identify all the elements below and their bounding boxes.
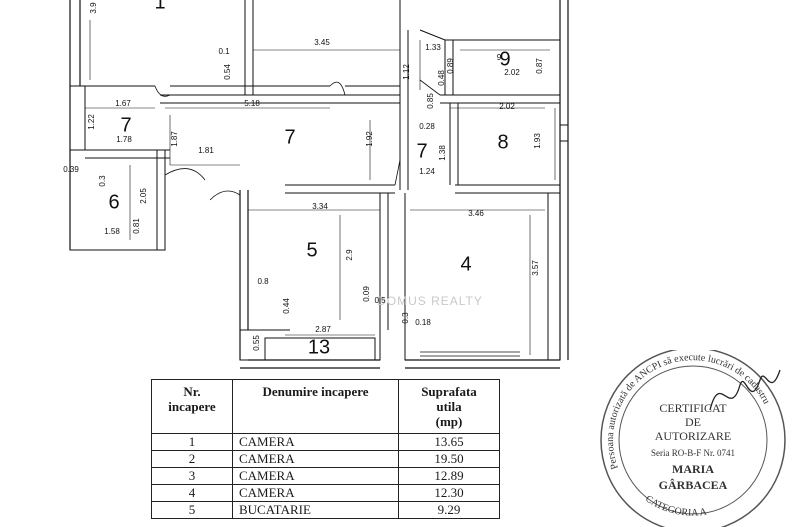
dimension-label: 2.9 bbox=[345, 249, 354, 261]
row-name: BUCATARIE bbox=[232, 501, 399, 519]
dimension-label: 1.93 bbox=[533, 133, 542, 149]
row-area: 19.50 bbox=[398, 450, 500, 468]
dimension-label: 1.81 bbox=[198, 146, 214, 155]
dimension-label: 0.09 bbox=[362, 286, 371, 302]
dimension-label: 2.02 bbox=[499, 102, 515, 111]
stamp-line4: Seria RO-B-F Nr. 0741 bbox=[651, 448, 735, 458]
dimension-label: 1.58 bbox=[104, 227, 120, 236]
stamp-line5: MARIA bbox=[672, 462, 714, 476]
row-area: 9.29 bbox=[398, 501, 500, 519]
room-number: 13 bbox=[308, 336, 330, 358]
dimension-label: 0.8 bbox=[257, 277, 269, 286]
stamp-line3: AUTORIZARE bbox=[655, 429, 731, 443]
dimension-label: 1.78 bbox=[116, 135, 132, 144]
room-number: 7 bbox=[284, 126, 295, 148]
row-nr: 4 bbox=[151, 484, 233, 502]
dimension-label: 0.3 bbox=[98, 175, 107, 187]
room-number: 1 bbox=[154, 0, 165, 13]
dimension-label: 2.02 bbox=[504, 68, 520, 77]
dimension-label: 1.24 bbox=[419, 167, 435, 176]
dimension-label: 3.45 bbox=[314, 38, 330, 47]
dimension-label: 1.67 bbox=[115, 99, 131, 108]
room-number: 7 bbox=[120, 114, 131, 136]
wall-outline bbox=[69, 0, 561, 361]
row-area: 13.65 bbox=[398, 433, 500, 451]
dimension-label: 1.12 bbox=[402, 64, 411, 80]
dimension-label: 1.38 bbox=[438, 145, 447, 161]
table-row: 1 CAMERA 13.65 bbox=[151, 433, 500, 451]
dimension-label: 1.87 bbox=[170, 131, 179, 147]
room-number: 5 bbox=[306, 239, 317, 261]
row-nr: 3 bbox=[151, 467, 233, 485]
dimension-label: 0.85 bbox=[426, 93, 435, 109]
dimension-label: 3.9 bbox=[89, 2, 98, 14]
dimension-label: 3.34 bbox=[312, 202, 328, 211]
row-name: CAMERA bbox=[232, 450, 399, 468]
header-name: Denumire incapere bbox=[232, 379, 399, 434]
watermark: DOMUS REALTY bbox=[377, 294, 483, 308]
dimension-label: 0.54 bbox=[223, 64, 232, 80]
table-row: 5 BUCATARIE 9.29 bbox=[151, 501, 500, 519]
table-header-row: Nr. incapere Denumire incapere Suprafata… bbox=[151, 379, 500, 434]
row-name: CAMERA bbox=[232, 484, 399, 502]
row-name: CAMERA bbox=[232, 467, 399, 485]
dimension-label: 5.18 bbox=[244, 99, 260, 108]
dimension-label: 1.22 bbox=[87, 114, 96, 130]
dimension-label: 9 bbox=[497, 53, 502, 62]
table-row: 2 CAMERA 19.50 bbox=[151, 450, 500, 468]
dimension-label: 0.18 bbox=[415, 318, 431, 327]
row-name: CAMERA bbox=[232, 433, 399, 451]
dimension-label: 0.39 bbox=[63, 165, 79, 174]
row-nr: 5 bbox=[151, 501, 233, 519]
dimension-label: 1.92 bbox=[365, 131, 374, 147]
dimension-label: 0.3 bbox=[401, 312, 410, 324]
dimension-label: 0.48 bbox=[437, 70, 446, 86]
room-number: 6 bbox=[108, 191, 119, 213]
stamp-bottom-text: CATEGORIA A bbox=[643, 493, 708, 518]
row-area: 12.89 bbox=[398, 467, 500, 485]
room-number: 4 bbox=[460, 253, 471, 275]
row-nr: 1 bbox=[151, 433, 233, 451]
room-number: 9 bbox=[499, 48, 510, 70]
dimension-label: 2.87 bbox=[315, 325, 331, 334]
floor-plan: DOMUS REALTY 1 7 7 7 9 8 6 5 4 13 3.9 0.1 0.54 3.45 1… bbox=[63, 0, 569, 369]
room-number: 7 bbox=[416, 140, 427, 162]
row-nr: 2 bbox=[151, 450, 233, 468]
dimension-label: 0.44 bbox=[282, 298, 291, 314]
row-area: 12.30 bbox=[398, 484, 500, 502]
table-row: 4 CAMERA 12.30 bbox=[151, 484, 500, 502]
dimension-label: 0.1 bbox=[218, 47, 230, 56]
dimension-label: 0.89 bbox=[446, 58, 455, 74]
dimension-label: 0.81 bbox=[132, 218, 141, 234]
stamp-line2: DE bbox=[685, 415, 701, 429]
dimension-label: 2.05 bbox=[139, 188, 148, 204]
dimension-label: 0.55 bbox=[252, 335, 261, 351]
dimension-label: 1.33 bbox=[425, 43, 441, 52]
authorization-stamp: Persoana autorizată de ANCPI să execute … bbox=[600, 350, 786, 527]
dimension-label: 3.57 bbox=[531, 260, 540, 276]
room-number: 8 bbox=[497, 131, 508, 153]
dimension-label: 3.46 bbox=[468, 209, 484, 218]
signature bbox=[709, 369, 781, 411]
stamp-line6: GÂRBACEA bbox=[659, 478, 728, 492]
header-area: Suprafata utila (mp) bbox=[398, 379, 500, 434]
dimension-label: 0.28 bbox=[419, 122, 435, 131]
dimension-label: 0.87 bbox=[535, 58, 544, 74]
dimension-label: 0.5 bbox=[374, 296, 386, 305]
stamp-line1: CERTIFICAT bbox=[659, 401, 727, 415]
room-area-table: Nr. incapere Denumire incapere Suprafata… bbox=[151, 379, 500, 519]
table-row: 3 CAMERA 12.89 bbox=[151, 467, 500, 485]
header-nr: Nr. incapere bbox=[151, 379, 233, 434]
